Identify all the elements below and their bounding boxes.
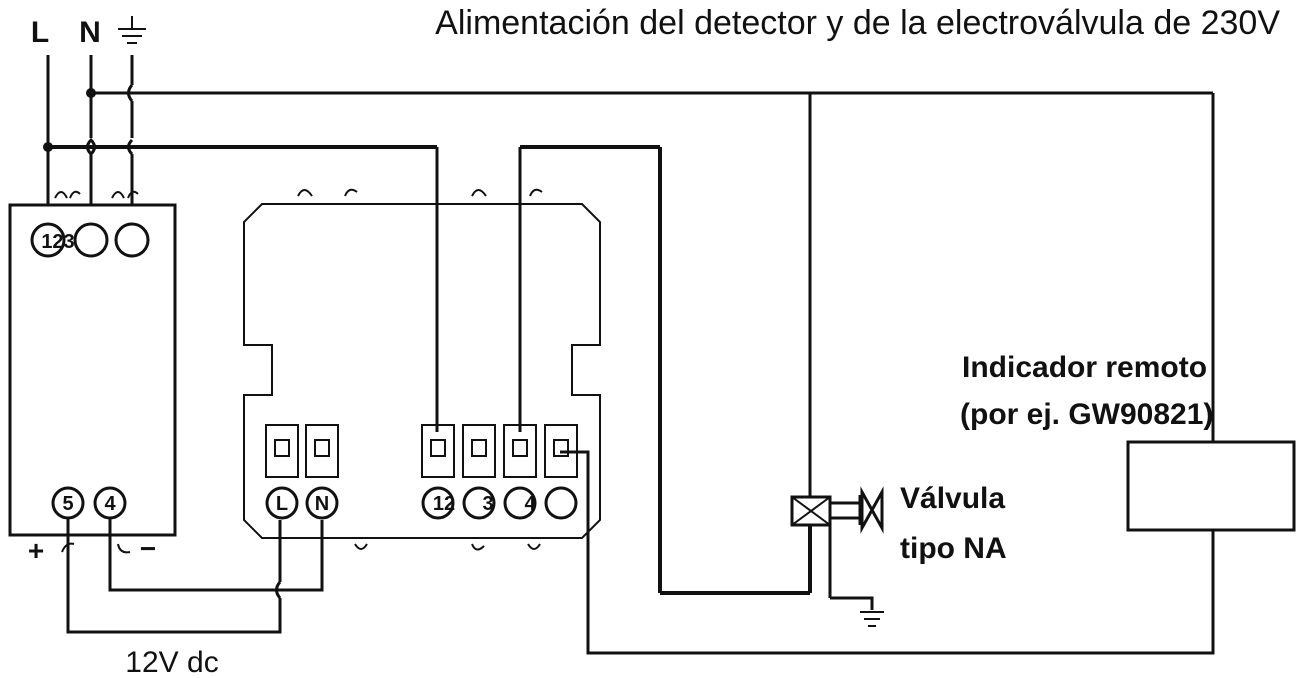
remote-indicator-wire xyxy=(560,450,1215,655)
valve-feed-wire xyxy=(518,145,812,595)
detector-module: L N 12 3 4 xyxy=(243,188,601,551)
power-supply-module: 123 5 4 + − xyxy=(8,190,177,566)
detector-terminal-4-label: 4 xyxy=(524,493,536,515)
live-bus-wire xyxy=(43,142,439,432)
remote-indicator-label-line1: Indicador remoto xyxy=(962,351,1207,384)
neutral-label: N xyxy=(79,16,101,49)
detector-terminal-n-label: N xyxy=(315,493,329,515)
supply-wires xyxy=(46,55,134,225)
detector-terminal-blocks xyxy=(265,424,578,478)
psu-terminal-5-label: 5 xyxy=(62,493,73,515)
dc-wires xyxy=(66,518,324,634)
valve-label-line1: Válvula xyxy=(900,482,1005,515)
valve-earth-icon xyxy=(860,611,884,627)
live-label: L xyxy=(31,16,49,49)
plus-label: + xyxy=(28,535,44,566)
detector-terminal-12-label: 12 xyxy=(433,493,455,515)
remote-indicator-label-line2: (por ej. GW90821) xyxy=(960,398,1213,431)
detector-terminal-3-label: 3 xyxy=(482,493,493,515)
diagram-title: Alimentación del detector y de la electr… xyxy=(435,4,1280,42)
solenoid-valve xyxy=(790,486,884,610)
psu-terminal-4-label: 4 xyxy=(104,493,116,515)
dc-voltage-label: 12V dc xyxy=(125,646,218,678)
psu-top-terminal-label: 123 xyxy=(41,231,74,253)
minus-label: − xyxy=(140,533,156,564)
detector-terminal-l-label: L xyxy=(276,493,288,515)
neutral-bus-wire xyxy=(86,88,1215,497)
remote-indicator-box xyxy=(1126,440,1296,532)
earth-ground-icon xyxy=(118,16,146,44)
valve-label-line2: tipo NA xyxy=(900,532,1007,565)
